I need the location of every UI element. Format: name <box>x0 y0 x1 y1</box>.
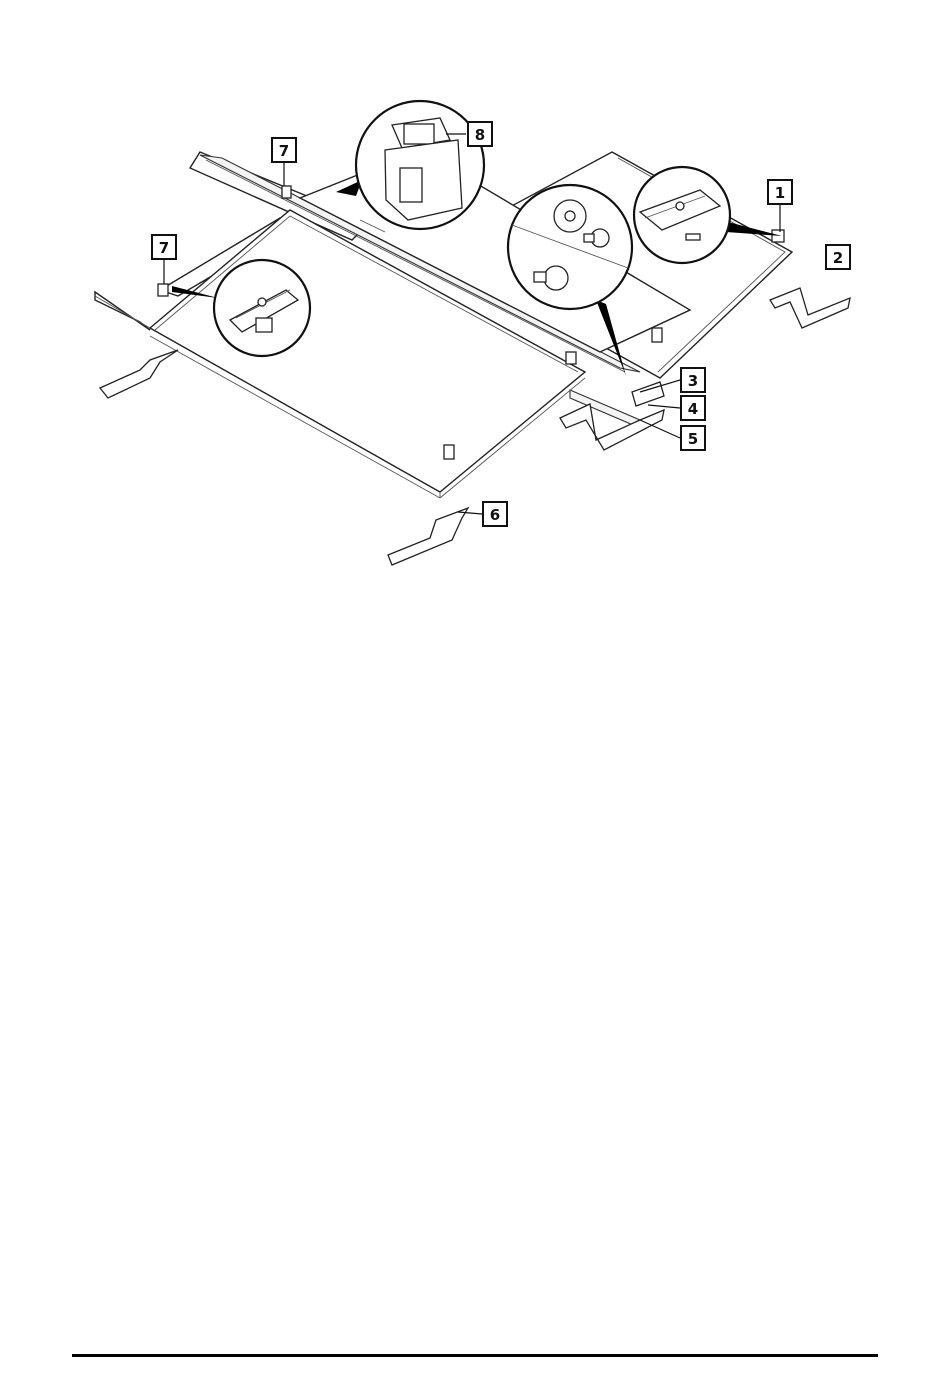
svg-text:2: 2 <box>833 249 843 267</box>
callout-4: 4 <box>681 396 705 420</box>
svg-text:3: 3 <box>688 372 698 390</box>
svg-text:6: 6 <box>490 506 500 524</box>
callout-7-left: 7 <box>152 235 176 259</box>
callout-3: 3 <box>681 368 705 392</box>
callout-5: 5 <box>681 426 705 450</box>
solar-mounting-assembly-diagram: 1 2 3 4 5 6 7 7 8 <box>0 0 950 600</box>
svg-text:1: 1 <box>775 184 785 202</box>
roof-hook-left <box>100 350 178 398</box>
svg-text:8: 8 <box>475 126 485 144</box>
callout-7-top: 7 <box>272 138 296 162</box>
callout-2: 2 <box>826 245 850 269</box>
callout-8: 8 <box>468 122 492 146</box>
svg-text:7: 7 <box>279 142 289 160</box>
svg-text:5: 5 <box>688 430 698 448</box>
roof-hook-bottom <box>388 508 468 565</box>
footer-rule <box>72 1354 878 1357</box>
roof-hook-right <box>770 288 850 328</box>
svg-text:7: 7 <box>159 239 169 257</box>
svg-text:4: 4 <box>688 400 698 418</box>
callout-6: 6 <box>483 502 507 526</box>
callout-1: 1 <box>768 180 792 204</box>
